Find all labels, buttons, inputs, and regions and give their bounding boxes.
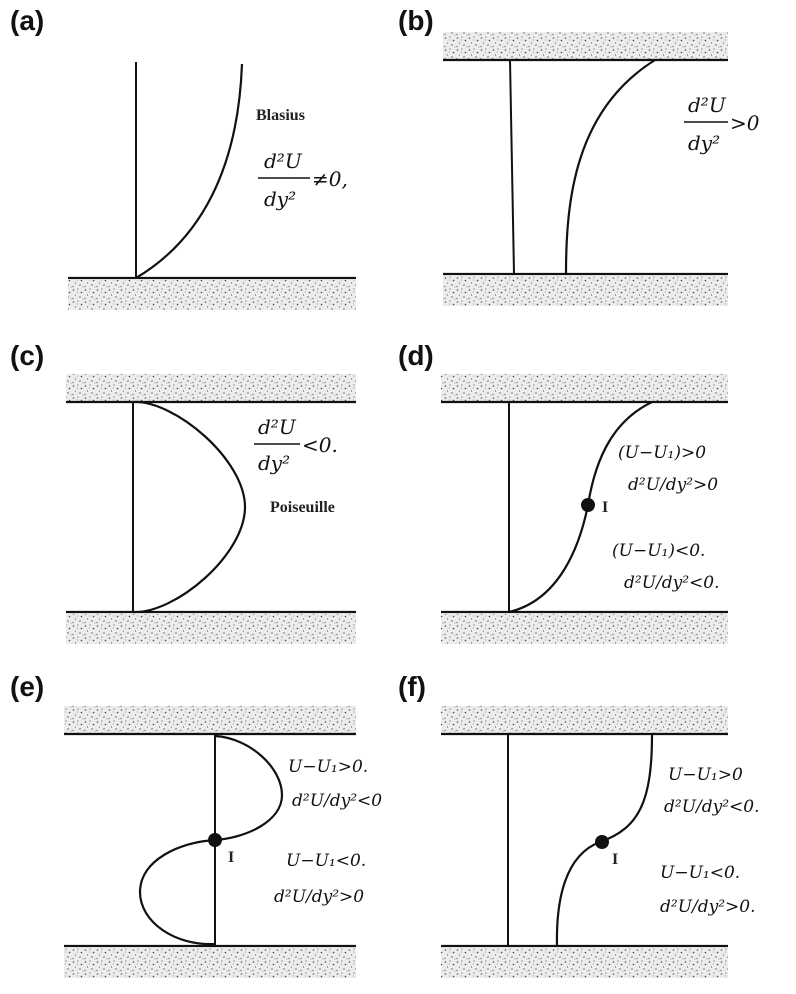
panel-b-bottom-wall	[443, 276, 728, 306]
panel-d-label: (d)	[398, 340, 434, 371]
panel-a-bottom-wall	[68, 280, 356, 310]
panel-c-label: (c)	[10, 340, 44, 371]
panel-b-y-axis	[509, 59, 515, 275]
panel-c-bottom-wall	[66, 614, 356, 644]
panel-d: (d) I (U−U₁)>0 d²U/dy²>0 (U−U₁)<0. d²U/d…	[398, 340, 728, 644]
panel-f-top-wall	[441, 706, 728, 734]
panel-e-label: (e)	[10, 671, 44, 702]
panel-a-hand-denominator: dy²	[264, 187, 296, 211]
panel-f-point-label: I	[612, 851, 618, 868]
panel-c: (c) d²U dy² <0. Poiseuille	[10, 340, 356, 644]
panel-c-top-wall	[66, 374, 356, 402]
panel-b-hand-condition: >0	[730, 111, 760, 135]
panel-f-lower-condition-1: U−U₁<0.	[660, 863, 740, 883]
panel-b: (b) d²U dy² >0	[398, 5, 760, 306]
panel-d-upper-condition-2: d²U/dy²>0	[628, 475, 718, 495]
panel-a-handwritten-condition: d²U dy² ≠0,	[258, 149, 348, 211]
panel-e-lower-condition-2: d²U/dy²>0	[274, 887, 364, 907]
panel-f-label: (f)	[398, 671, 426, 702]
panel-b-hand-numerator: d²U	[688, 93, 727, 117]
panel-e-point-label: I	[228, 849, 234, 866]
panel-e: (e) I U−U₁>0. d²U/dy²<0 U−U₁<0. d²U/dy²>…	[10, 671, 382, 978]
panel-f: (f) I U−U₁>0 d²U/dy²<0. U−U₁<0. d²U/dy²>…	[398, 671, 760, 978]
panel-d-bottom-wall	[441, 614, 728, 644]
panel-c-hand-condition: <0.	[302, 433, 338, 457]
panel-d-lower-condition-2: d²U/dy²<0.	[624, 573, 720, 593]
panel-b-hand-denominator: dy²	[688, 131, 720, 155]
panel-e-bottom-wall	[64, 948, 356, 978]
panel-a-hand-numerator: d²U	[264, 149, 303, 173]
panel-d-top-wall	[441, 374, 728, 402]
panel-c-hand-numerator: d²U	[258, 415, 297, 439]
panel-a: (a) Blasius d²U dy² ≠0,	[10, 5, 356, 310]
panel-e-lower-condition-1: U−U₁<0.	[286, 851, 366, 871]
panel-b-top-wall	[443, 32, 728, 60]
panel-c-hand-denominator: dy²	[258, 451, 290, 475]
panel-e-upper-condition-1: U−U₁>0.	[288, 757, 368, 777]
panel-c-poiseuille-label: Poiseuille	[270, 499, 335, 516]
panel-b-handwritten-condition: d²U dy² >0	[684, 93, 760, 155]
panel-b-profile	[564, 59, 656, 275]
panel-f-bottom-wall	[441, 948, 728, 978]
panel-f-inflection-point	[595, 835, 609, 849]
panel-a-blasius-profile	[135, 63, 244, 279]
panel-a-label: (a)	[10, 5, 44, 36]
panel-d-point-label: I	[602, 499, 608, 516]
panel-d-inflection-point	[581, 498, 595, 512]
panel-f-lower-condition-2: d²U/dy²>0.	[660, 897, 756, 917]
panel-d-upper-condition-1: (U−U₁)>0	[618, 443, 706, 463]
panel-e-inflection-point	[208, 833, 222, 847]
panel-b-label: (b)	[398, 5, 434, 36]
panel-a-blasius-label: Blasius	[256, 107, 305, 124]
panel-c-poiseuille-profile	[132, 400, 247, 614]
panel-c-handwritten-condition: d²U dy² <0.	[254, 415, 338, 475]
panel-a-hand-condition: ≠0,	[312, 167, 348, 191]
panel-e-top-wall	[64, 706, 356, 734]
panel-f-upper-condition-1: U−U₁>0	[668, 765, 743, 785]
panel-f-upper-condition-2: d²U/dy²<0.	[664, 797, 760, 817]
panel-d-lower-condition-1: (U−U₁)<0.	[612, 541, 705, 561]
panel-e-upper-condition-2: d²U/dy²<0	[292, 791, 382, 811]
